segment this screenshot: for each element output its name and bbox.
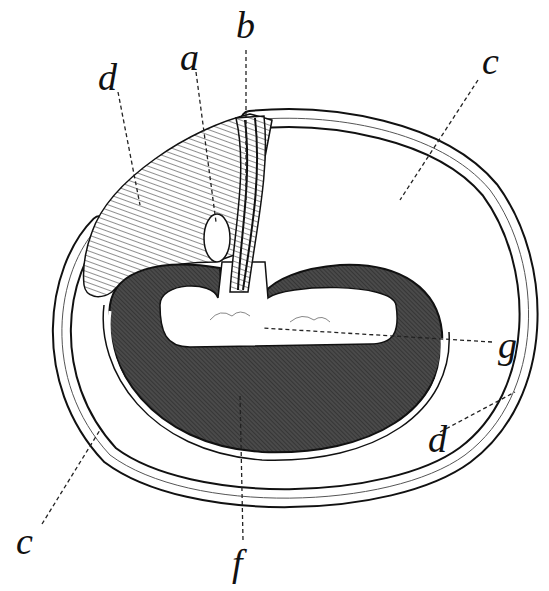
cavity-detail xyxy=(210,312,330,322)
leader-lines xyxy=(42,50,515,540)
outer-membrane xyxy=(62,118,529,498)
vesicle xyxy=(204,214,230,262)
part-letter: f xyxy=(232,544,243,582)
part-letter: c xyxy=(482,42,499,80)
part-letter: a xyxy=(180,38,199,76)
part-letter: d xyxy=(98,58,117,96)
central-cavity xyxy=(160,262,397,347)
stalk-lines xyxy=(238,118,257,290)
part-letter: g xyxy=(498,326,517,364)
stalk xyxy=(230,116,265,292)
part-letter: c xyxy=(16,522,33,560)
part-letter: b xyxy=(236,6,255,44)
part-letter: d xyxy=(428,420,447,458)
